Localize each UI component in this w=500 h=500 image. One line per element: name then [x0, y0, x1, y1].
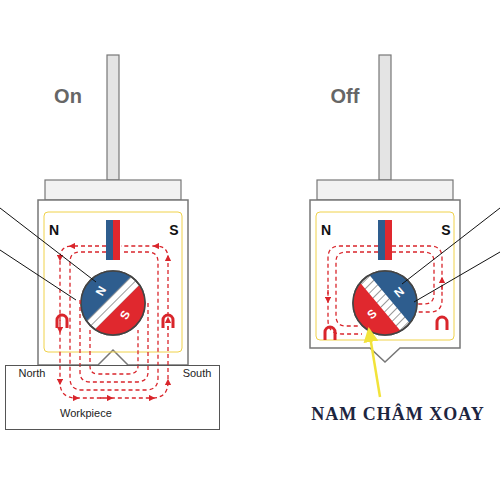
leader-line: [402, 208, 500, 302]
bar-magnet: [106, 220, 113, 260]
pole-letter: S: [169, 223, 178, 237]
flux-lines: [328, 246, 442, 334]
magnet-icon: [325, 317, 447, 340]
pole-letter: S: [441, 223, 450, 237]
pole-label: South: [181, 368, 214, 379]
pole-label: North: [17, 368, 48, 379]
shaft: [107, 55, 119, 180]
rotor-magnet: [56, 246, 169, 359]
housing: [310, 200, 460, 362]
callout-arrow: [369, 330, 380, 397]
callout-text: NAM CHÂM XOAY: [311, 405, 484, 423]
leader-line: [0, 208, 96, 300]
top-plate: [45, 180, 181, 200]
rotor-magnet: [329, 247, 442, 360]
state-heading: On: [54, 86, 82, 106]
top-plate: [317, 180, 453, 200]
bar-magnet: [113, 220, 120, 260]
bar-magnet: [385, 220, 392, 260]
shaft: [379, 55, 391, 180]
pole-letter: N: [49, 223, 59, 237]
node-label: Workpiece: [58, 407, 114, 419]
state-heading: Off: [331, 86, 360, 106]
magnet-icon: [57, 315, 173, 328]
flux-lines: [60, 246, 168, 398]
bar-magnet: [378, 220, 385, 260]
pole-letter: N: [321, 223, 331, 237]
